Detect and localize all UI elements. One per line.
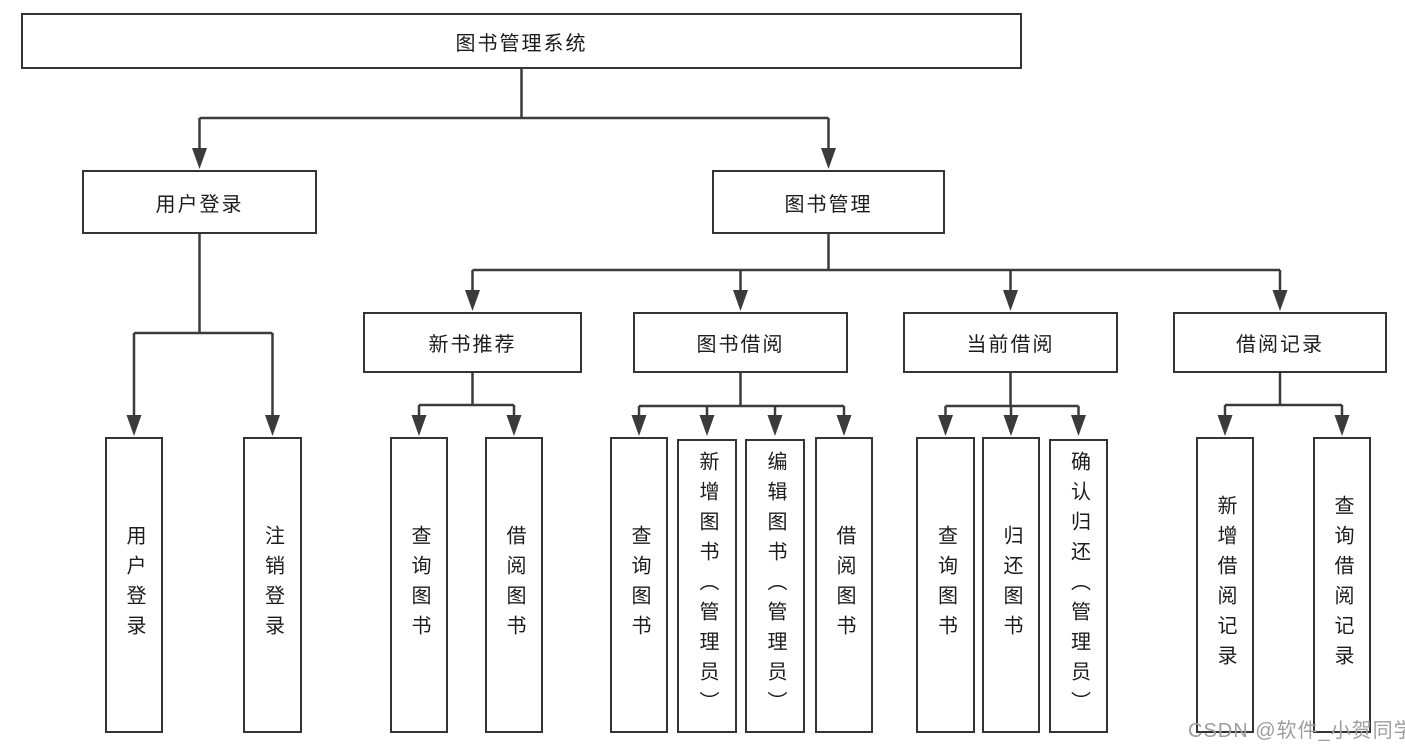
node-leaf-query-books-borrow: 查询图书 — [610, 437, 668, 733]
node-leaf-confirm-return-admin-label: 确认归还（管理员） — [1067, 451, 1090, 721]
node-leaf-borrow-books-label: 借阅图书 — [833, 525, 855, 645]
node-root-system-label: 图书管理系统 — [455, 32, 588, 55]
node-leaf-edit-books-admin-label: 编辑图书（管理员） — [764, 451, 786, 721]
node-leaf-return-books-label: 归还图书 — [1000, 525, 1022, 645]
node-borrow-records-label: 借阅记录 — [1236, 334, 1324, 356]
node-leaf-query-books-recommend-label: 查询图书 — [408, 525, 430, 645]
node-leaf-add-books-admin-label: 新增图书（管理员） — [696, 451, 718, 721]
node-book-management: 图书管理 — [712, 170, 945, 234]
node-leaf-borrow-books: 借阅图书 — [815, 437, 873, 733]
node-leaf-logout: 注销登录 — [243, 437, 302, 733]
node-leaf-return-books: 归还图书 — [982, 437, 1040, 733]
node-book-borrow-label: 图书借阅 — [696, 334, 785, 356]
node-leaf-user-login-label: 用户登录 — [123, 525, 145, 645]
node-user-login-label: 用户登录 — [155, 193, 244, 216]
node-leaf-query-books-current-label: 查询图书 — [934, 525, 957, 645]
node-leaf-query-borrow-record: 查询借阅记录 — [1313, 437, 1371, 733]
node-leaf-query-books-borrow-label: 查询图书 — [628, 525, 650, 645]
node-new-book-recommend-label: 新书推荐 — [428, 334, 517, 356]
node-leaf-add-books-admin: 新增图书（管理员） — [677, 439, 737, 733]
node-book-borrow: 图书借阅 — [633, 312, 848, 373]
node-leaf-confirm-return-admin: 确认归还（管理员） — [1049, 439, 1108, 733]
node-leaf-logout-label: 注销登录 — [261, 525, 284, 645]
node-leaf-query-borrow-record-label: 查询借阅记录 — [1331, 495, 1353, 675]
node-leaf-query-books-current: 查询图书 — [916, 437, 975, 733]
node-leaf-query-books-recommend: 查询图书 — [390, 437, 448, 733]
node-user-login: 用户登录 — [82, 170, 317, 234]
node-current-borrow: 当前借阅 — [903, 312, 1118, 373]
node-book-management-label: 图书管理 — [784, 193, 873, 216]
node-leaf-edit-books-admin: 编辑图书（管理员） — [745, 439, 805, 733]
node-root-system: 图书管理系统 — [21, 13, 1022, 69]
node-leaf-user-login: 用户登录 — [105, 437, 163, 733]
node-leaf-borrow-books-recommend: 借阅图书 — [485, 437, 543, 733]
node-leaf-add-borrow-record-label: 新增借阅记录 — [1214, 495, 1236, 675]
node-borrow-records: 借阅记录 — [1173, 312, 1387, 373]
node-leaf-borrow-books-recommend-label: 借阅图书 — [503, 525, 525, 645]
node-current-borrow-label: 当前借阅 — [966, 334, 1055, 356]
node-new-book-recommend: 新书推荐 — [363, 312, 582, 373]
node-leaf-add-borrow-record: 新增借阅记录 — [1196, 437, 1254, 733]
arrowheads — [126, 148, 1350, 436]
csdn-watermark: CSDN @软件_小贺同学 — [1188, 720, 1405, 742]
